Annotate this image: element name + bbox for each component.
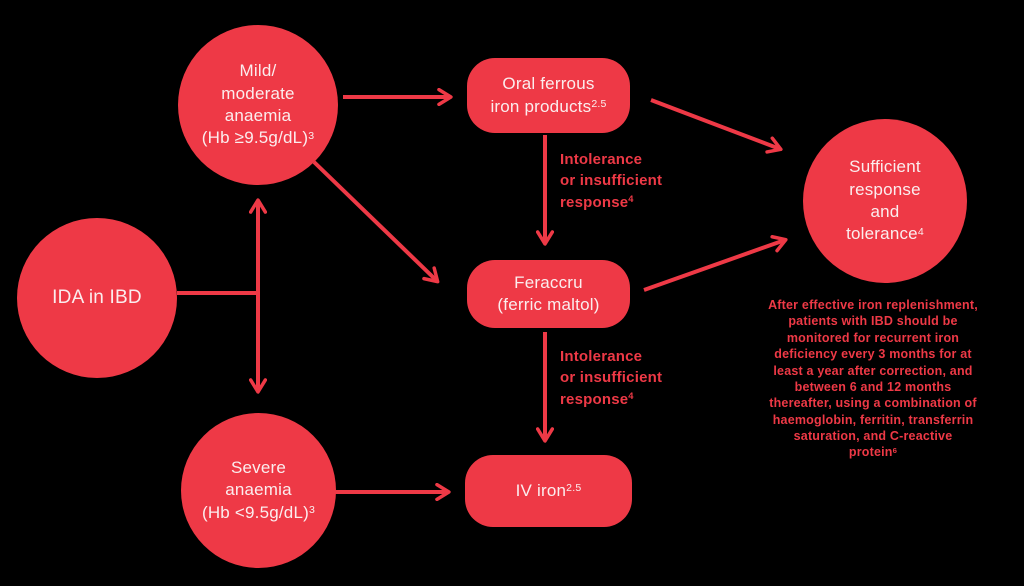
reference-superscript: 3 bbox=[308, 129, 315, 142]
arrow-feraccru-to-sufficient bbox=[643, 235, 788, 292]
node-label: Severe anaemia (Hb <9.5g/dL)3 bbox=[201, 457, 316, 522]
reference-superscript: 3 bbox=[308, 503, 316, 516]
reference-superscript: 6 bbox=[892, 445, 898, 455]
arrow-oral-to-sufficient bbox=[650, 98, 783, 154]
node-mild-moderate-anaemia: Mild/ moderate anaemia (Hb ≥9.5g/dL)3 bbox=[178, 25, 338, 185]
node-label: IV iron2.5 bbox=[515, 480, 582, 500]
node-label: Oral ferrous iron products2.5 bbox=[490, 74, 607, 116]
node-label: IDA in IBD bbox=[52, 287, 142, 309]
node-label: Feraccru (ferric maltol) bbox=[497, 272, 600, 314]
node-label: Mild/ moderate anaemia (Hb ≥9.5g/dL)3 bbox=[201, 61, 315, 148]
reference-superscript: 2.5 bbox=[566, 482, 582, 495]
node-ida-in-ibd: IDA in IBD bbox=[17, 218, 177, 378]
reference-superscript: 4 bbox=[628, 391, 634, 402]
node-oral-ferrous-iron: Oral ferrous iron products2.5 bbox=[467, 58, 630, 133]
node-sufficient-response: Sufficient response and tolerance4 bbox=[803, 119, 967, 283]
node-feraccru: Feraccru (ferric maltol) bbox=[467, 260, 630, 328]
label-intolerance-top: Intolerance or insufficient response4 bbox=[560, 151, 663, 211]
reference-superscript: 2.5 bbox=[591, 97, 607, 110]
node-severe-anaemia: Severe anaemia (Hb <9.5g/dL)3 bbox=[181, 413, 336, 568]
monitoring-note: After effective iron replenishment, pati… bbox=[768, 298, 978, 460]
node-iv-iron: IV iron2.5 bbox=[465, 455, 632, 527]
arrow-mild-to-feraccru bbox=[312, 160, 440, 284]
reference-superscript: 4 bbox=[628, 194, 634, 205]
node-label: Sufficient response and tolerance4 bbox=[846, 157, 924, 244]
reference-superscript: 4 bbox=[917, 225, 924, 238]
label-intolerance-mid: Intolerance or insufficient response4 bbox=[560, 348, 663, 408]
